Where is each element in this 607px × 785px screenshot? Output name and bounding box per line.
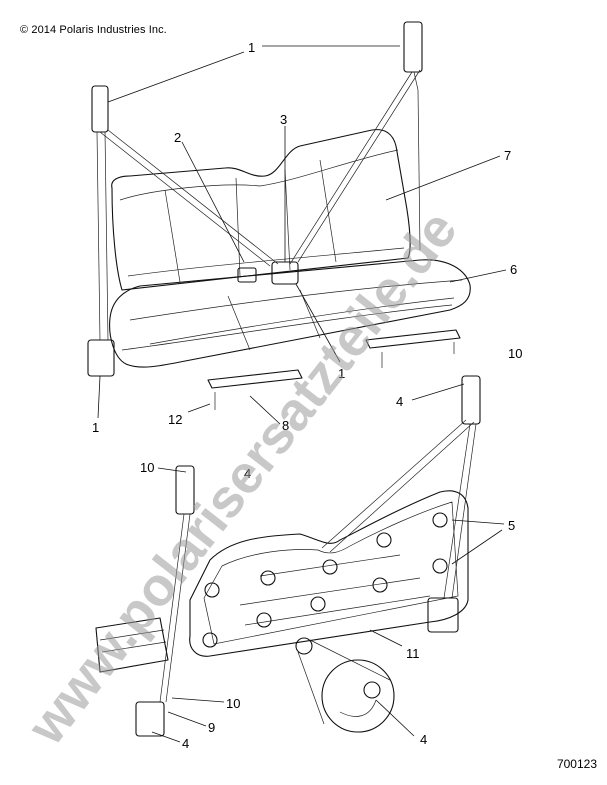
seat-assembly-top — [87, 21, 471, 410]
seat-bottom-cushion — [109, 259, 471, 368]
callout-1: 1 — [248, 40, 255, 55]
copyright-notice: © 2014 Polaris Industries Inc. — [20, 24, 167, 36]
figure-number: 700123 — [556, 757, 597, 771]
belt-retractor-left-lower — [135, 701, 165, 737]
callout-7: 7 — [504, 148, 511, 163]
seat-bracket-front — [207, 369, 303, 389]
callout-4: 4 — [396, 394, 403, 409]
callout-3: 3 — [280, 112, 287, 127]
callout-4: 4 — [244, 466, 251, 481]
belt-retractor-right-lower — [427, 597, 459, 633]
callout-6: 6 — [510, 262, 517, 277]
floor-pan — [95, 617, 169, 673]
callout-labels: 1 2 3 7 6 1 1 10 4 12 8 10 4 5 11 10 9 4… — [92, 40, 522, 751]
belt-anchor-right-upper — [403, 21, 423, 73]
belt-anchor-left-upper — [91, 85, 109, 133]
seat-back-frame — [189, 490, 469, 657]
buckle-left — [237, 267, 257, 283]
seat-bracket-rear — [365, 329, 461, 349]
callout-10: 10 — [226, 696, 240, 711]
callout-1: 1 — [338, 366, 345, 381]
callout-9: 9 — [208, 720, 215, 735]
callout-5: 5 — [508, 518, 515, 533]
seat-back-cushion — [111, 129, 411, 291]
callout-12: 12 — [168, 412, 182, 427]
detail-source-circle — [295, 637, 313, 655]
callout-2: 2 — [174, 130, 181, 145]
frame-bolts — [202, 512, 448, 648]
callout-1: 1 — [92, 420, 99, 435]
callout-10: 10 — [508, 346, 522, 361]
detail-magnifier — [321, 659, 395, 733]
callout-4: 4 — [420, 732, 427, 747]
belt-anchor-right-lower — [461, 375, 481, 425]
callout-4: 4 — [182, 736, 189, 751]
callout-11: 11 — [406, 646, 420, 661]
callout-8: 8 — [282, 418, 289, 433]
belt-anchor-left-lower — [175, 465, 195, 515]
callout-10: 10 — [140, 460, 154, 475]
belt-retractor-left — [87, 339, 115, 377]
leader-lines — [97, 45, 507, 743]
seat-frame-bottom — [95, 375, 481, 737]
